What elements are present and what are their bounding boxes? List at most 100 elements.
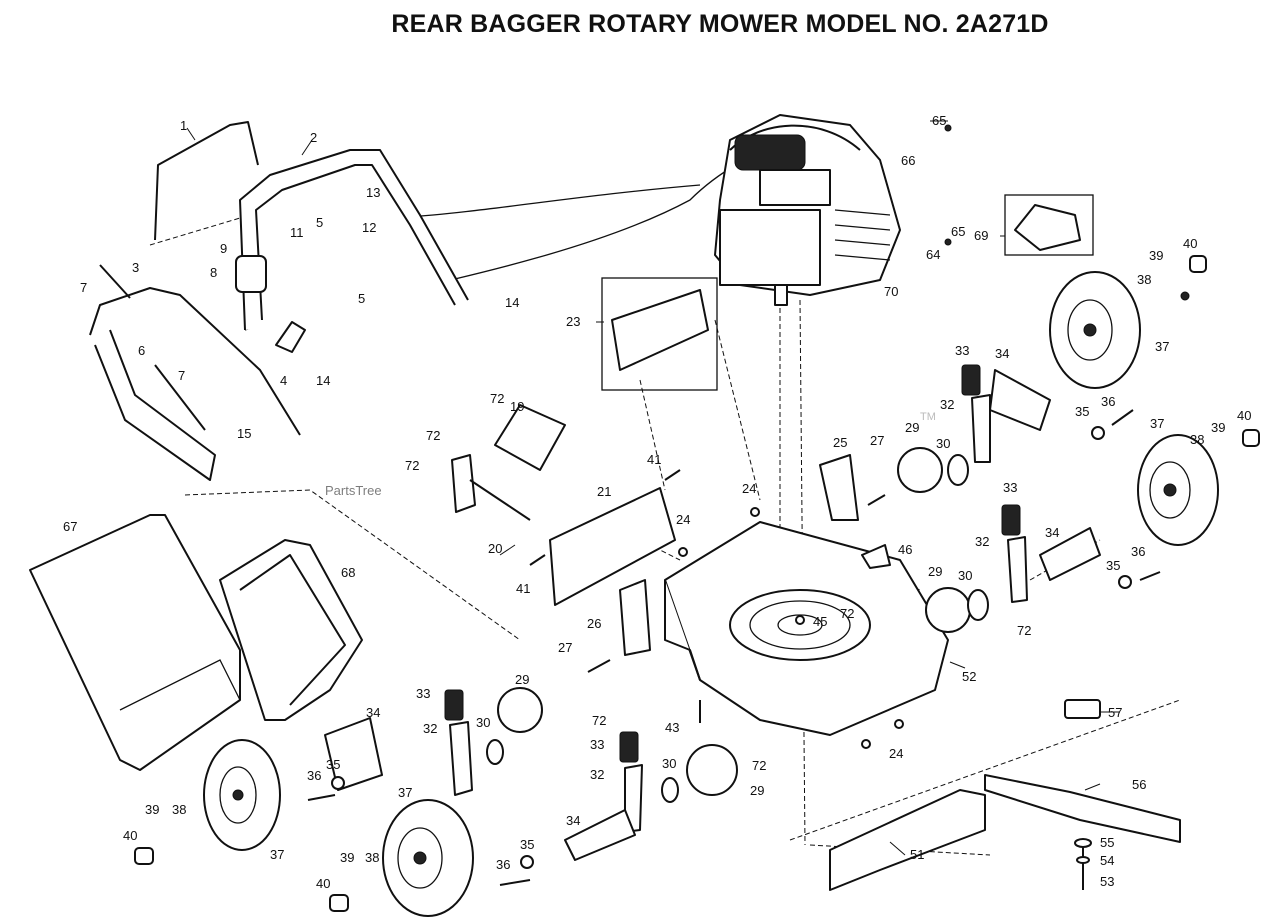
callout-24b: 24 <box>676 512 690 527</box>
part-33-32-adjuster-front-left <box>444 689 473 796</box>
callout-12: 12 <box>362 220 376 235</box>
callout-14b: 14 <box>316 373 330 388</box>
part-67-grass-bag <box>29 514 241 771</box>
callout-37a: 37 <box>1155 339 1169 354</box>
part-20-rod <box>469 479 531 521</box>
part-69-air-filter <box>1004 194 1094 256</box>
part-30-spacer-4 <box>967 589 989 621</box>
callout-19: 19 <box>510 399 524 414</box>
part-68-bag-frame-inner <box>239 554 346 706</box>
part-51-skirt <box>829 789 986 891</box>
part-37-wheel-front-right <box>1137 434 1219 546</box>
callout-40b: 40 <box>1237 408 1251 423</box>
part-2-upper-handle-inner <box>255 164 456 321</box>
callout-69: 69 <box>974 228 988 243</box>
part-3-lower-handle-inner <box>94 329 216 481</box>
callout-43: 43 <box>665 720 679 735</box>
callout-30a: 30 <box>936 436 950 451</box>
callout-15: 15 <box>237 426 251 441</box>
callout-34d: 34 <box>566 813 580 828</box>
part-30-spacer-2 <box>661 777 679 803</box>
callout-51: 51 <box>910 847 924 862</box>
callout-41b: 41 <box>516 581 530 596</box>
part-37-wheel-rear-left <box>382 799 474 917</box>
callout-29b: 29 <box>928 564 942 579</box>
callout-40d: 40 <box>316 876 330 891</box>
callout-30c: 30 <box>476 715 490 730</box>
callout-55: 55 <box>1100 835 1114 850</box>
callout-35d: 35 <box>520 837 534 852</box>
callout-40c: 40 <box>123 828 137 843</box>
callout-36b: 36 <box>1131 544 1145 559</box>
callout-29a: 29 <box>905 420 919 435</box>
callout-33c: 33 <box>416 686 430 701</box>
part-55-washer <box>1074 838 1092 848</box>
callout-72f: 72 <box>752 758 766 773</box>
part-70-engine <box>714 114 901 306</box>
callout-34c: 34 <box>366 705 380 720</box>
callout-39d: 39 <box>340 850 354 865</box>
callout-labels: 1 2 3 4 5 5 6 7 7 8 9 11 12 13 14 14 15 … <box>63 113 1251 891</box>
callout-32a: 32 <box>940 397 954 412</box>
callout-34a: 34 <box>995 346 1009 361</box>
callout-67: 67 <box>63 519 77 534</box>
part-57-blade-adapter <box>1064 699 1101 719</box>
part-23-bracket <box>611 289 709 371</box>
callout-7a: 7 <box>80 280 87 295</box>
callout-37c: 37 <box>270 847 284 862</box>
part-1-bail-handle <box>154 121 259 241</box>
part-29-gear-1 <box>497 687 543 733</box>
callout-46: 46 <box>898 542 912 557</box>
part-34-axle-rear-right <box>989 369 1051 431</box>
callout-39b: 39 <box>1211 420 1225 435</box>
part-67-bag-seam <box>119 659 241 711</box>
callout-36a: 36 <box>1101 394 1115 409</box>
part-33-32-adjuster-front-right <box>1001 504 1028 603</box>
callout-38c: 38 <box>172 802 186 817</box>
callout-34b: 34 <box>1045 525 1059 540</box>
callout-38a: 38 <box>1137 272 1151 287</box>
callout-38d: 38 <box>365 850 379 865</box>
part-37-wheel-rear-right <box>1049 271 1141 389</box>
callout-32b: 32 <box>975 534 989 549</box>
watermark: PartsTree <box>325 483 382 498</box>
callout-40a: 40 <box>1183 236 1197 251</box>
part-29-gear-3 <box>897 447 943 493</box>
part-34-axle-front-right <box>1039 527 1101 581</box>
part-30-spacer-3 <box>947 454 969 486</box>
watermark-trademark: TM <box>920 411 936 423</box>
callout-56: 56 <box>1132 777 1146 792</box>
callout-13: 13 <box>366 185 380 200</box>
part-26-bracket <box>619 579 651 656</box>
callout-32c: 32 <box>423 721 437 736</box>
mower-deck <box>664 521 949 736</box>
callout-68: 68 <box>341 565 355 580</box>
callout-21: 21 <box>597 484 611 499</box>
part-4-handle-knob <box>275 321 306 353</box>
callout-35c: 35 <box>326 757 340 772</box>
part-19-bracket <box>494 404 566 471</box>
callout-37b: 37 <box>1150 416 1164 431</box>
callout-8: 8 <box>210 265 217 280</box>
part-3-lower-handle <box>89 287 301 436</box>
callout-54: 54 <box>1100 853 1114 868</box>
hardware <box>134 124 1260 912</box>
callout-23: 23 <box>566 314 580 329</box>
callout-1: 1 <box>180 118 187 133</box>
callout-33d: 33 <box>590 737 604 752</box>
part-9-handle-bracket <box>235 255 267 293</box>
part-7-bolt-lower <box>154 364 206 431</box>
callout-11: 11 <box>290 225 304 240</box>
callout-39c: 39 <box>145 802 159 817</box>
callout-29d: 29 <box>750 783 764 798</box>
callout-7b: 7 <box>178 368 185 383</box>
callout-27b: 27 <box>558 640 572 655</box>
callout-35b: 35 <box>1106 558 1120 573</box>
callout-72g: 72 <box>840 606 854 621</box>
part-37-wheel-front-left <box>203 739 281 851</box>
callout-33b: 33 <box>1003 480 1017 495</box>
diagram-title: REAR BAGGER ROTARY MOWER MODEL NO. 2A271… <box>391 10 1049 38</box>
callout-36c: 36 <box>307 768 321 783</box>
callout-24c: 24 <box>889 746 903 761</box>
